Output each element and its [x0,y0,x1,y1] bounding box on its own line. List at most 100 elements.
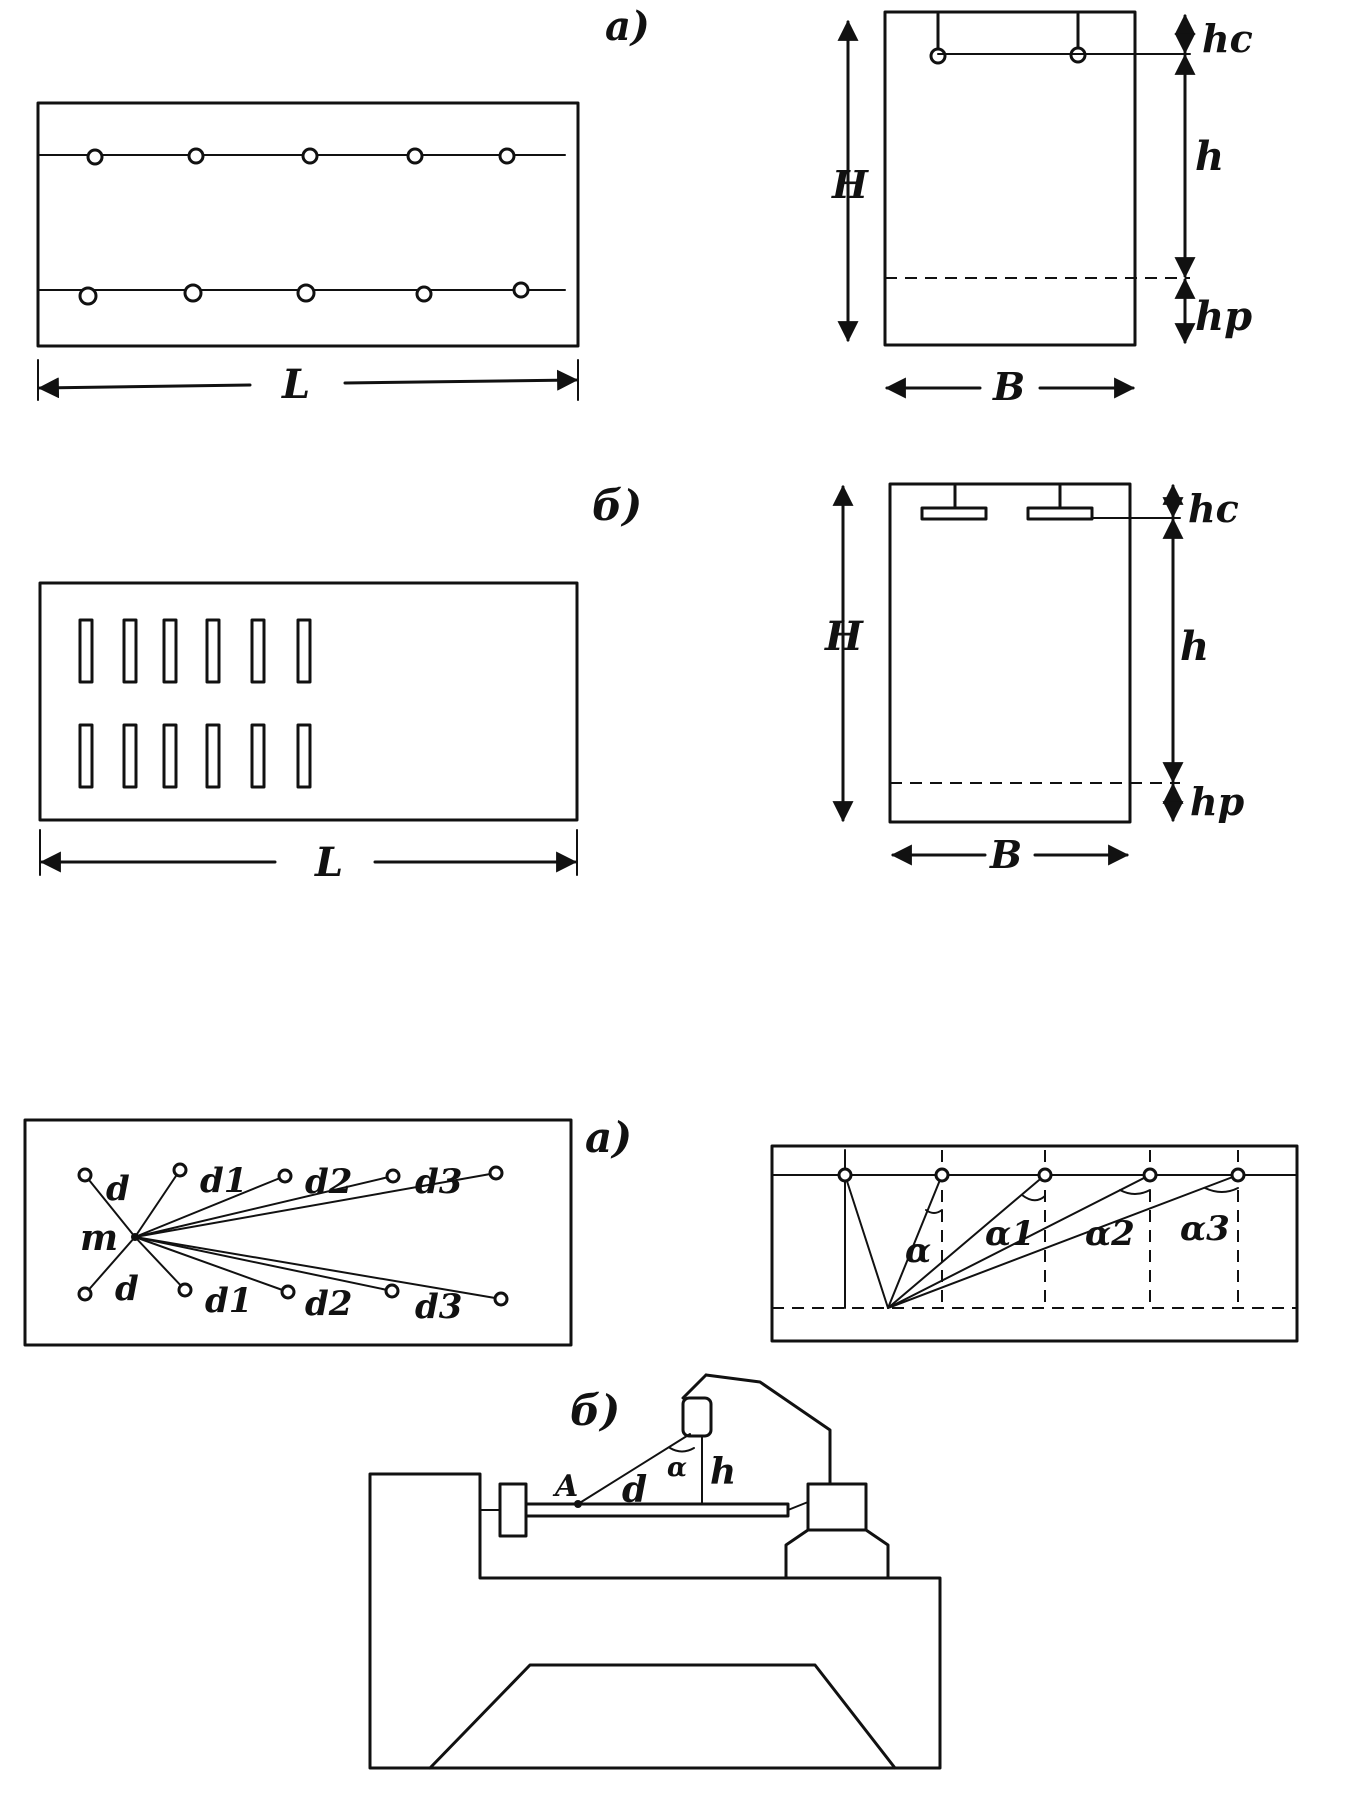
distance-line [134,1172,497,1238]
lamp-point [277,1168,293,1184]
cutting-tool [787,1501,809,1511]
lamp-point [934,1167,950,1183]
room-section-outline [770,1144,1299,1343]
workpiece [524,1502,790,1518]
figure2-variant-a: а) m d d1 [23,1113,1299,1347]
linear-lamp [250,723,266,789]
linear-lamp [296,618,312,684]
distance-line [134,1236,289,1293]
figure1-a-label: а) [605,3,650,50]
alpha-label: α [905,1231,931,1271]
figure2-a-plan-view: m d d1 d2 d3 d d1 d2 d3 [23,1118,573,1347]
ray-line [887,1174,943,1309]
ray-line [887,1174,1046,1309]
linear-lamp [122,618,138,684]
room-section-outline [883,10,1137,347]
ray-line [887,1174,1151,1309]
figure2-a-label: а) [585,1113,632,1162]
figure1-variant-a: а) L [36,3,1253,409]
alpha1-label: α1 [985,1214,1035,1254]
d1-label-bottom: d1 [205,1281,252,1321]
distance-d-label: d [622,1469,647,1511]
figure2-variant-b: б) A d α h [368,1373,942,1770]
lamp-point [384,1283,400,1299]
point-a-label: A [552,1469,578,1504]
d-label-bottom: d [115,1269,139,1309]
point-m-label: m [80,1217,118,1259]
linear-lamp [162,723,178,789]
figure1-a-section-view: H hc h hp B [831,10,1253,409]
distance-line [84,1236,136,1295]
figure2-a-section-view: α α1 α2 α3 [770,1144,1299,1343]
length-label: L [314,839,343,886]
hc-label: hc [1202,16,1253,61]
linear-lamp [162,618,178,684]
lamp-point [172,1162,188,1178]
tool-post [806,1482,868,1532]
d-label-top: d [106,1169,130,1209]
figure1-variant-b: б) L [38,481,1245,886]
hp-label: hp [1195,293,1252,340]
distance-line [134,1236,502,1300]
angle-arc [669,1447,695,1453]
lamp-point [280,1284,296,1300]
lamp-point [415,285,433,303]
lamp-point [498,147,516,165]
hc-label: hc [1188,486,1239,531]
length-dimension-left [37,377,252,399]
linear-lamp [296,723,312,789]
ceiling-fixture [1026,506,1094,521]
ray-line [844,1174,889,1309]
distance-line [134,1175,394,1238]
d3-label-top: d3 [415,1162,462,1202]
lamp-point [493,1291,509,1307]
lamp-bracket [704,1373,832,1486]
angle-arc [1021,1194,1046,1202]
length-dimension-right [343,369,579,391]
room-plan-outline [36,101,580,348]
angle-arc [925,1209,943,1214]
room-plan-outline [38,581,579,822]
ray-line [887,1174,1239,1309]
d1-label-top: d1 [200,1161,247,1201]
angle-arc [1119,1189,1151,1195]
height-h-label: h [710,1451,736,1493]
figure1-b-plan-view: L [38,581,579,886]
d3-label-bottom: d3 [415,1287,462,1327]
distance-line [134,1236,393,1292]
angle-arc [1204,1187,1239,1193]
lamp-point [187,147,205,165]
d2-label-bottom: d2 [305,1284,352,1324]
figure1-b-label: б) [592,481,642,530]
ceiling-fixture [920,506,988,521]
lamp-point [296,283,316,303]
calculation-point [131,1233,139,1241]
linear-lamp [205,723,221,789]
lamp-point [512,281,530,299]
lamp-point [837,1167,853,1183]
lamp-point [1230,1167,1246,1183]
alpha3-label: α3 [1180,1209,1230,1249]
lathe-machine: A d α h [368,1373,942,1770]
length-label: L [281,361,310,408]
machine-base-cutout [428,1663,897,1770]
lamp-point [406,147,424,165]
machine-bed-outline [368,1472,942,1770]
lamp-point [77,1167,93,1183]
pendant-lamp [929,47,947,65]
width-label: B [989,832,1022,877]
headstock-chuck [498,1482,528,1538]
local-lamp [681,1396,713,1438]
lamp-point [86,148,104,166]
distance-line [134,1175,286,1238]
hp-label: hp [1190,779,1245,824]
lamp-point [1037,1167,1053,1183]
linear-lamp [250,618,266,684]
carriage [784,1528,890,1580]
lamp-point [78,286,98,306]
linear-lamp [78,618,94,684]
distance-line [134,1236,186,1291]
lamp-point [488,1165,504,1181]
lamp-point [183,283,203,303]
